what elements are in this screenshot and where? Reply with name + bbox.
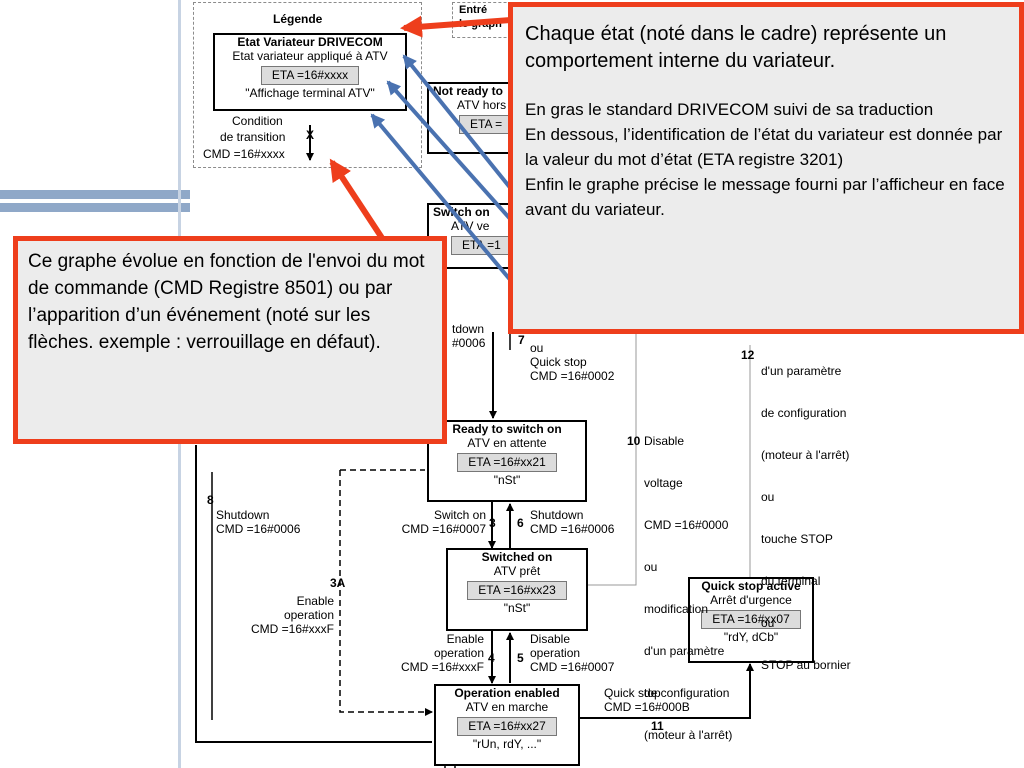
callout-state-p4: Enfin le graphe précise le message fourn…: [525, 175, 1005, 219]
legend-condition-line2: de transition: [220, 130, 286, 144]
callout-graph-text: Ce graphe évolue en fonction de l'envoi …: [28, 251, 425, 353]
decorative-band-upper: [0, 190, 190, 199]
transition-12-label: d'un paramètre de configuration (moteur …: [761, 364, 851, 672]
legend-condition-line1: Condition: [232, 114, 283, 128]
legend-condition-x: X: [306, 128, 315, 142]
transition-10-label: Disable voltage CMD =16#0000 ou modifica…: [644, 434, 733, 742]
transition-8-number: 8: [207, 493, 214, 507]
legend-state-eta: ETA =16#xxxx: [260, 66, 360, 85]
callout-state-p2: En gras le standard DRIVECOM suivi de sa…: [525, 100, 934, 119]
transition-12-number: 12: [741, 348, 755, 362]
legend-title: Légende: [273, 12, 323, 26]
transition-7-number: 7: [518, 333, 525, 347]
legend-state-message: "Affichage terminal ATV": [245, 86, 375, 100]
callout-graph-evolution: Ce graphe évolue en fonction de l'envoi …: [13, 236, 447, 444]
legend-state-title: Etat Variateur DRIVECOM: [237, 35, 383, 49]
state-quick-stop-active: Quick stop active Arrêt d'urgence ETA =1…: [688, 577, 814, 663]
legend-box: [193, 2, 422, 168]
blue-arrow-to-eta: [386, 80, 522, 232]
callout-state-explanation: Chaque état (noté dans le cadre) représe…: [508, 2, 1024, 334]
transition-3-number: 3: [489, 516, 496, 530]
transition-3a-number: 3A: [330, 576, 346, 590]
legend-state-box: Etat Variateur DRIVECOM Etat variateur a…: [213, 33, 407, 111]
decorative-band-lower: [0, 203, 190, 212]
transition-5-number: 5: [517, 651, 524, 665]
red-arrow-to-transition: [329, 158, 385, 240]
callout-state-p3: En dessous, l’identification de l’état d…: [525, 125, 1003, 169]
state-ready-to-switch-on: Ready to switch on ATV en attente ETA =1…: [427, 420, 587, 502]
state-switched-on: Switched on ATV prêt ETA =16#xx23 "nSt": [446, 548, 588, 631]
transition-shutdown-partial: tdown#0006: [452, 322, 486, 350]
transition-4-number: 4: [488, 651, 495, 665]
blue-arrow-to-message: [370, 113, 514, 284]
legend-condition-cmd: CMD =16#xxxx: [203, 147, 285, 161]
blue-arrow-to-state-title: [402, 54, 522, 202]
transition-10-number: 10: [627, 434, 641, 448]
state-operation-enabled: Operation enabled ATV en marche ETA =16#…: [434, 684, 580, 766]
legend-state-subtitle: Etat variateur appliqué à ATV: [232, 49, 388, 63]
red-arrow-to-legend-title: [400, 15, 511, 38]
callout-state-p1: Chaque état (noté dans le cadre) représe…: [525, 23, 947, 72]
transition-11-number: 11: [651, 719, 664, 733]
transition-6-number: 6: [517, 516, 524, 530]
